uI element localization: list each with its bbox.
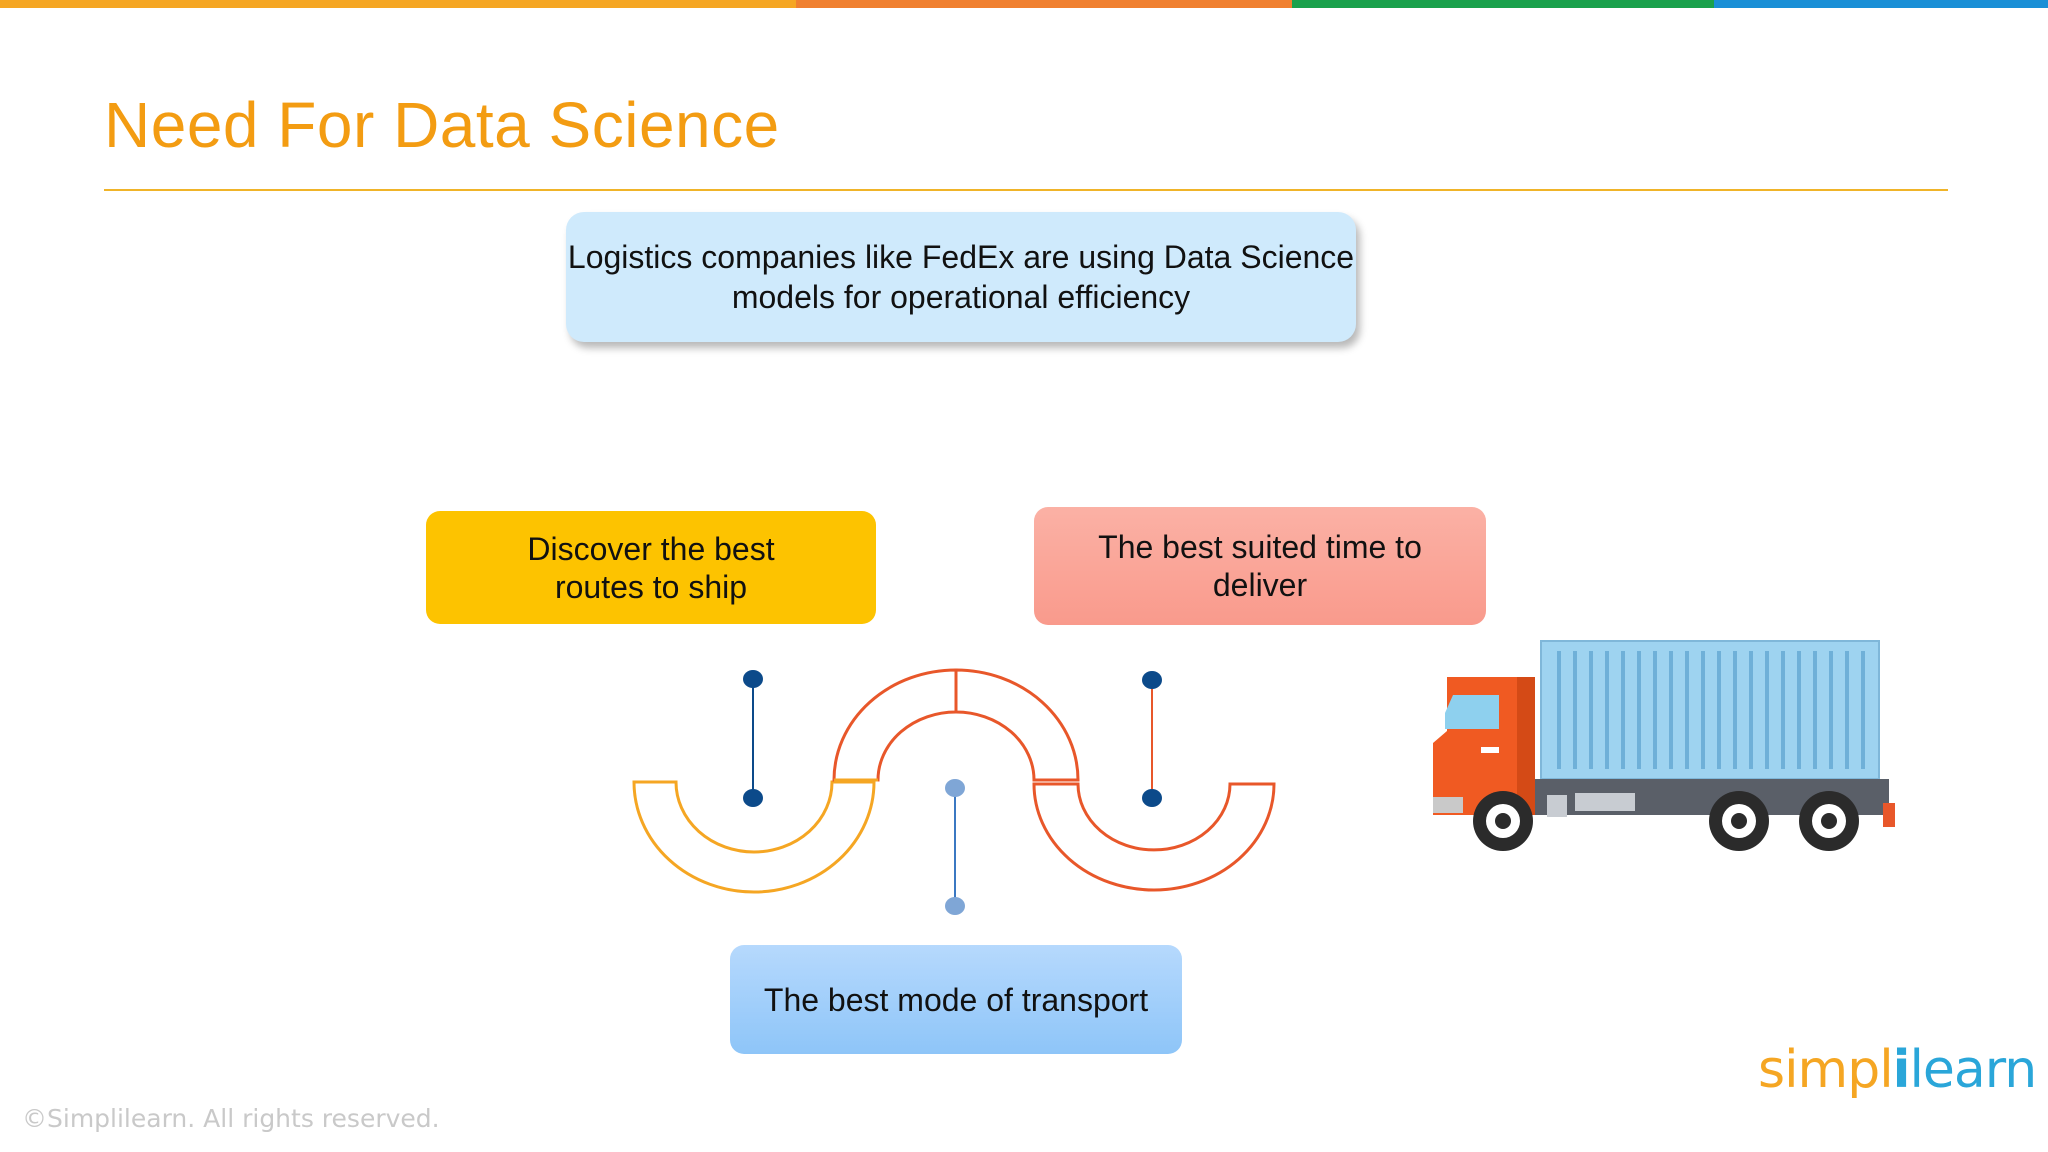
mode-box: The best mode of transport bbox=[730, 945, 1182, 1054]
routes-pin bbox=[743, 670, 763, 807]
top-bar-segment-green bbox=[1292, 0, 1714, 8]
top-color-bar bbox=[0, 0, 2048, 8]
time-line-1: The best suited time to bbox=[1098, 529, 1422, 565]
truck-icon bbox=[1433, 640, 1895, 851]
simplilearn-logo: simplilearn bbox=[1758, 1040, 2037, 1100]
logo-simpl: simpl bbox=[1758, 1040, 1894, 1100]
middle-arc-left bbox=[832, 668, 958, 782]
intro-line-1: Logistics companies like FedEx are using… bbox=[567, 239, 1355, 275]
logo-i: i bbox=[1892, 1040, 1911, 1100]
time-box: The best suited time to deliver bbox=[1034, 507, 1486, 625]
top-bar-segment-yellow bbox=[0, 0, 796, 8]
top-bar-segment-blue bbox=[1714, 0, 2048, 8]
slide-title: Need For Data Science bbox=[104, 89, 780, 161]
time-pin bbox=[1142, 671, 1162, 807]
mode-pin bbox=[945, 779, 965, 915]
time-line-2: deliver bbox=[1212, 567, 1308, 603]
intro-line-2: models for operational efficiency bbox=[731, 279, 1191, 315]
top-bar-segment-orange bbox=[796, 0, 1292, 8]
routes-line-2: routes to ship bbox=[554, 568, 748, 605]
right-arc bbox=[1032, 782, 1276, 892]
copyright-text: ©Simplilearn. All rights reserved. bbox=[22, 1104, 440, 1133]
middle-arc-right bbox=[954, 668, 1080, 782]
mode-text: The best mode of transport bbox=[763, 981, 1149, 1018]
title-divider bbox=[104, 189, 1948, 191]
routes-line-1: Discover the best bbox=[527, 530, 775, 567]
logo-learn: learn bbox=[1909, 1040, 2037, 1100]
intro-callout: Logistics companies like FedEx are using… bbox=[566, 212, 1356, 342]
left-arc bbox=[632, 780, 876, 894]
routes-box: Discover the best routes to ship bbox=[426, 511, 876, 624]
